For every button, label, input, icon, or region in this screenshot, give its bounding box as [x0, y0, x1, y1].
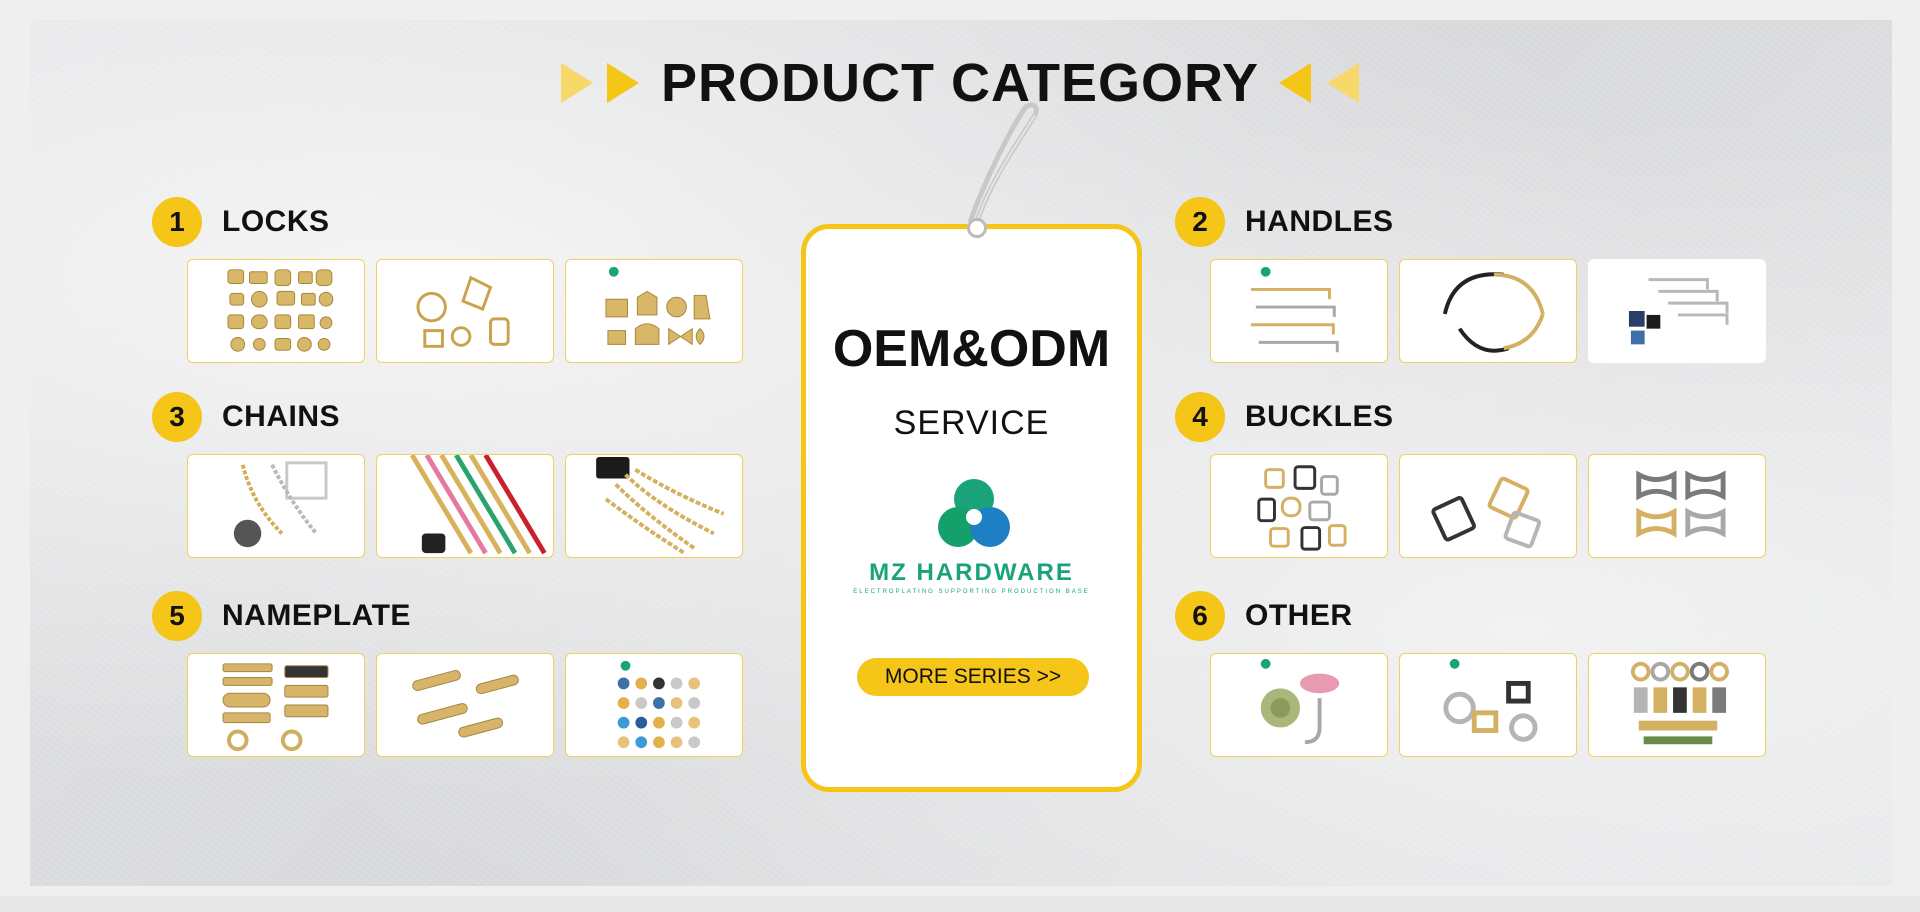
category-number-badge: 1 — [152, 197, 202, 247]
thumbnail-row — [187, 653, 747, 757]
tag-headline: OEM&ODM — [832, 320, 1111, 378]
product-thumbnail[interactable] — [1588, 454, 1766, 558]
category-header[interactable]: 6 OTHER — [1175, 591, 1735, 641]
product-thumbnail[interactable] — [1399, 259, 1577, 363]
locks-image-icon — [605, 266, 711, 346]
triangle-right-icon — [561, 63, 593, 103]
mz-hardware-logo — [938, 479, 1010, 547]
thumbnail-row — [1210, 259, 1770, 363]
category-title: HANDLES — [1245, 205, 1394, 238]
triangle-left-icon — [1327, 63, 1359, 103]
triangle-left-icon — [1279, 63, 1311, 103]
tag-string-icon — [967, 102, 1039, 226]
category-title: NAMEPLATE — [222, 599, 411, 632]
category-number-badge: 5 — [152, 591, 202, 641]
other-image-icon — [1443, 658, 1538, 742]
thumbnail-row — [1210, 454, 1770, 558]
product-thumbnail[interactable] — [187, 653, 365, 757]
product-thumbnail[interactable] — [1210, 259, 1388, 363]
thumbnail-row — [1210, 653, 1770, 757]
category-number-badge: 3 — [152, 392, 202, 442]
title-row: PRODUCT CATEGORY — [0, 48, 1920, 118]
product-thumbnail[interactable] — [187, 259, 365, 363]
nameplate-image-icon — [617, 660, 701, 749]
product-thumbnail[interactable] — [187, 454, 365, 558]
category-title: CHAINS — [222, 400, 341, 433]
nameplate-image-icon — [222, 663, 329, 752]
category-title: BUCKLES — [1245, 400, 1394, 433]
service-tag-card: OEM&ODM SERVICE MZ HARDWARE ELECTROPLATI… — [801, 224, 1142, 792]
other-image-icon — [1260, 658, 1340, 745]
product-thumbnail[interactable] — [1210, 653, 1388, 757]
category-header[interactable]: 3 CHAINS — [152, 392, 712, 442]
category-title: OTHER — [1245, 599, 1353, 632]
triangle-right-icon — [607, 63, 639, 103]
locks-image-icon — [227, 269, 334, 352]
category-header[interactable]: 4 BUCKLES — [1175, 392, 1735, 442]
tag-hole — [967, 218, 987, 238]
category-header[interactable]: 2 HANDLES — [1175, 197, 1735, 247]
product-thumbnail[interactable] — [1210, 454, 1388, 558]
category-number-badge: 2 — [1175, 197, 1225, 247]
product-thumbnail[interactable] — [1399, 653, 1577, 757]
product-thumbnail[interactable] — [565, 259, 743, 363]
chains-image-icon — [233, 461, 328, 548]
brand-tagline: ELECTROPLATING SUPPORTING PRODUCTION BAS… — [853, 589, 1090, 595]
category-title: LOCKS — [222, 205, 330, 238]
product-thumbnail[interactable] — [565, 653, 743, 757]
handles-image-icon — [1628, 278, 1729, 345]
category-number-badge: 4 — [1175, 392, 1225, 442]
thumbnail-row — [187, 454, 747, 558]
buckles-image-icon — [1636, 470, 1726, 538]
other-image-icon — [1630, 661, 1729, 745]
brand-name: MZ HARDWARE — [869, 559, 1074, 586]
thumbnail-row — [187, 259, 747, 363]
locks-image-icon — [416, 275, 510, 348]
handles-image-icon — [1250, 266, 1339, 353]
nameplate-image-icon — [412, 670, 519, 738]
product-thumbnail[interactable] — [376, 259, 554, 363]
tag-subhead: SERVICE — [893, 404, 1050, 442]
chains-image-icon — [409, 455, 547, 555]
page-title: PRODUCT CATEGORY — [660, 53, 1259, 113]
product-thumbnail[interactable] — [565, 454, 743, 558]
handles-image-icon — [1442, 272, 1545, 353]
product-thumbnail[interactable] — [1588, 653, 1766, 757]
chains-image-icon — [596, 456, 725, 555]
product-thumbnail[interactable] — [376, 454, 554, 558]
more-series-button[interactable]: MORE SERIES >> — [857, 658, 1089, 696]
buckles-image-icon — [1431, 476, 1542, 549]
product-thumbnail[interactable] — [1588, 259, 1766, 363]
category-number-badge: 6 — [1175, 591, 1225, 641]
product-thumbnail[interactable] — [376, 653, 554, 757]
buckles-image-icon — [1257, 465, 1347, 551]
category-header[interactable]: 1 LOCKS — [152, 197, 712, 247]
category-header[interactable]: 5 NAMEPLATE — [152, 591, 712, 641]
product-thumbnail[interactable] — [1399, 454, 1577, 558]
bottom-strip — [0, 896, 1920, 912]
